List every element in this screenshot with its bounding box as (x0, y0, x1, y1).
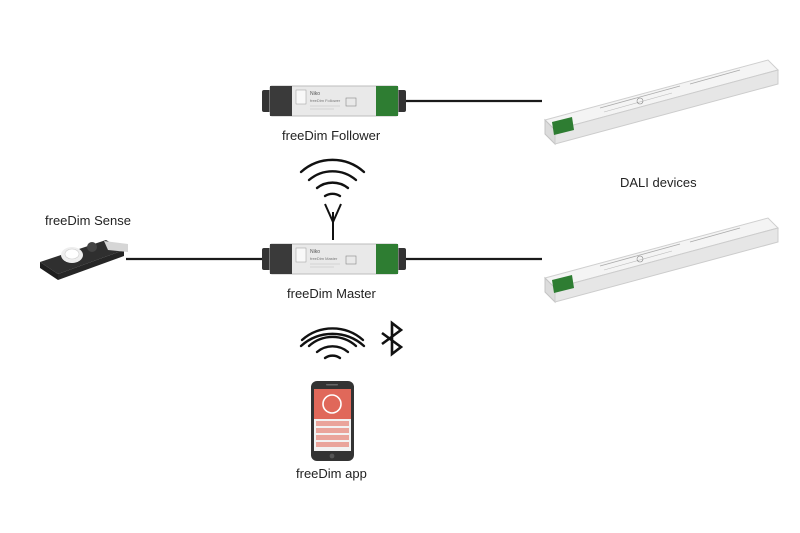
follower-module: Niko freeDim Follower (262, 85, 406, 117)
master-module: Niko freeDim Master (262, 243, 406, 275)
master-brand-text: Niko (310, 249, 320, 255)
app-label: freeDim app (296, 466, 367, 481)
bluetooth-icon (381, 320, 404, 357)
wireless-signal-icon (299, 332, 366, 348)
connection-lines (126, 99, 542, 261)
antenna-icon (324, 203, 342, 240)
master-model-text: freeDim Master (310, 256, 338, 261)
sense-label: freeDim Sense (45, 213, 131, 228)
follower-brand-text: Niko (310, 91, 320, 97)
sense-device (40, 240, 128, 280)
wireless-signal-icon (299, 158, 366, 198)
dali-devices-label: DALI devices (620, 175, 697, 190)
dali-driver-top (544, 59, 779, 146)
follower-model-text: freeDim Follower (310, 98, 341, 103)
app-phone (311, 381, 354, 461)
dali-driver-bottom (544, 217, 779, 304)
follower-label: freeDim Follower (282, 128, 381, 143)
master-label: freeDim Master (287, 286, 376, 301)
wireless-signal-icon (300, 327, 365, 360)
